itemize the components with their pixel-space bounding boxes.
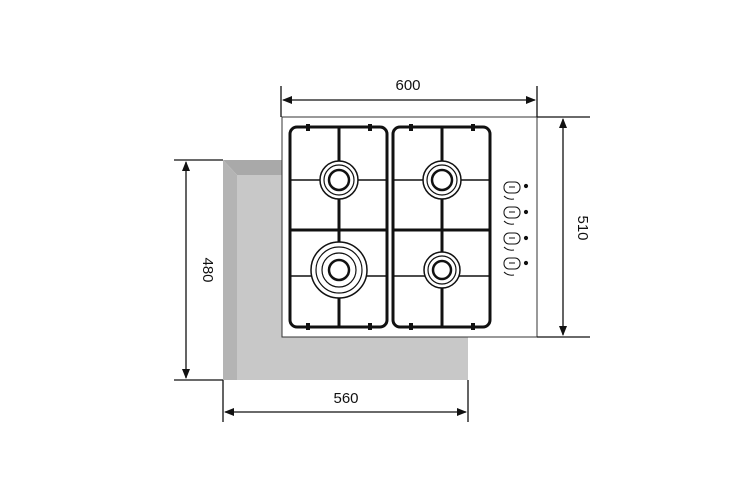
control-knob-icon: [503, 181, 529, 200]
gas-burner-icon: [422, 160, 462, 200]
hob-outline: [281, 116, 538, 338]
dimension-label-cutout-depth: 480: [199, 257, 216, 282]
dimension-label-hob-depth: 510: [574, 215, 591, 240]
dimension-label-hob-width: 600: [395, 77, 420, 94]
gas-burner-icon: [319, 160, 359, 200]
control-knob-icon: [503, 232, 529, 251]
dimension-label-cutout-width: 560: [333, 390, 358, 407]
control-knob-icon: [503, 257, 529, 276]
gas-burner-icon: [310, 241, 368, 299]
cutout-top-bevel: [223, 160, 283, 175]
pan-support-right: [391, 124, 492, 330]
gas-burner-icon: [423, 251, 461, 289]
control-knob-icon: [503, 206, 529, 225]
dimension-lines: [174, 86, 590, 422]
hob-plate: [281, 116, 538, 338]
cutout-side-bevel: [223, 160, 237, 380]
